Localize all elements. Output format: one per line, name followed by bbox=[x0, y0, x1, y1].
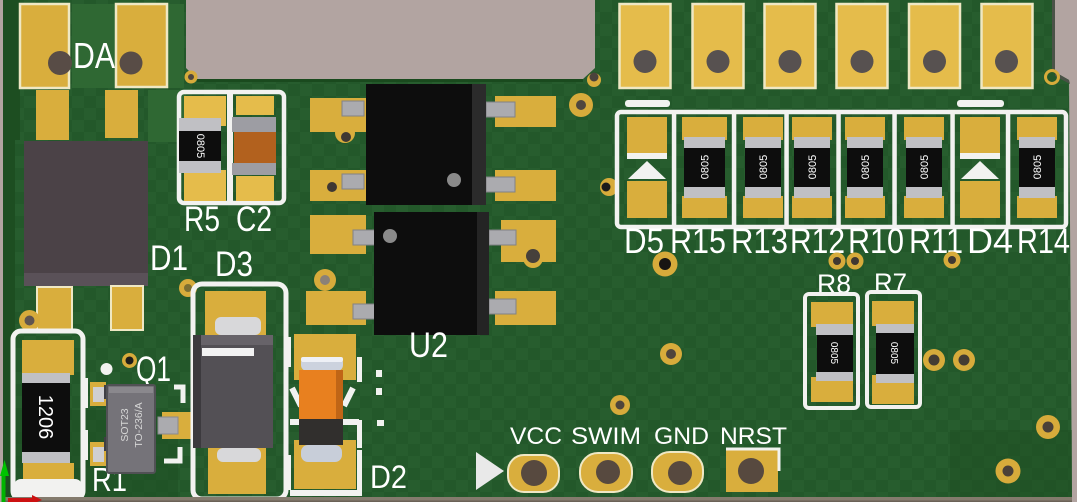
svg-text:Q1: Q1 bbox=[136, 350, 171, 389]
svg-text:D2: D2 bbox=[370, 459, 407, 495]
svg-text:NRST: NRST bbox=[720, 423, 787, 450]
svg-text:R14: R14 bbox=[1017, 222, 1070, 261]
svg-text:TO-236/A: TO-236/A bbox=[133, 402, 145, 447]
svg-text:0805: 0805 bbox=[807, 155, 819, 179]
svg-text:GND: GND bbox=[654, 423, 709, 450]
svg-text:VCC: VCC bbox=[510, 423, 562, 450]
svg-text:0805: 0805 bbox=[860, 155, 872, 179]
svg-text:U2: U2 bbox=[409, 326, 448, 365]
svg-text:R5: R5 bbox=[184, 200, 220, 239]
svg-text:0805: 0805 bbox=[1032, 155, 1044, 179]
svg-text:0805: 0805 bbox=[700, 155, 712, 179]
svg-text:D4: D4 bbox=[967, 222, 1013, 261]
svg-text:0805: 0805 bbox=[194, 134, 206, 158]
svg-text:C2: C2 bbox=[236, 200, 272, 239]
svg-text:0805: 0805 bbox=[919, 155, 931, 179]
svg-text:R13: R13 bbox=[731, 222, 788, 261]
svg-text:0805: 0805 bbox=[828, 342, 839, 365]
svg-text:SWIM: SWIM bbox=[571, 423, 641, 450]
svg-text:D3: D3 bbox=[215, 245, 253, 284]
svg-text:SOT23: SOT23 bbox=[119, 408, 131, 441]
svg-text:D1: D1 bbox=[150, 239, 188, 278]
svg-text:R15: R15 bbox=[670, 222, 726, 261]
svg-text:DA: DA bbox=[73, 35, 115, 76]
svg-text:0805: 0805 bbox=[888, 342, 899, 365]
svg-text:1206: 1206 bbox=[34, 395, 56, 440]
svg-text:0805: 0805 bbox=[758, 155, 770, 179]
